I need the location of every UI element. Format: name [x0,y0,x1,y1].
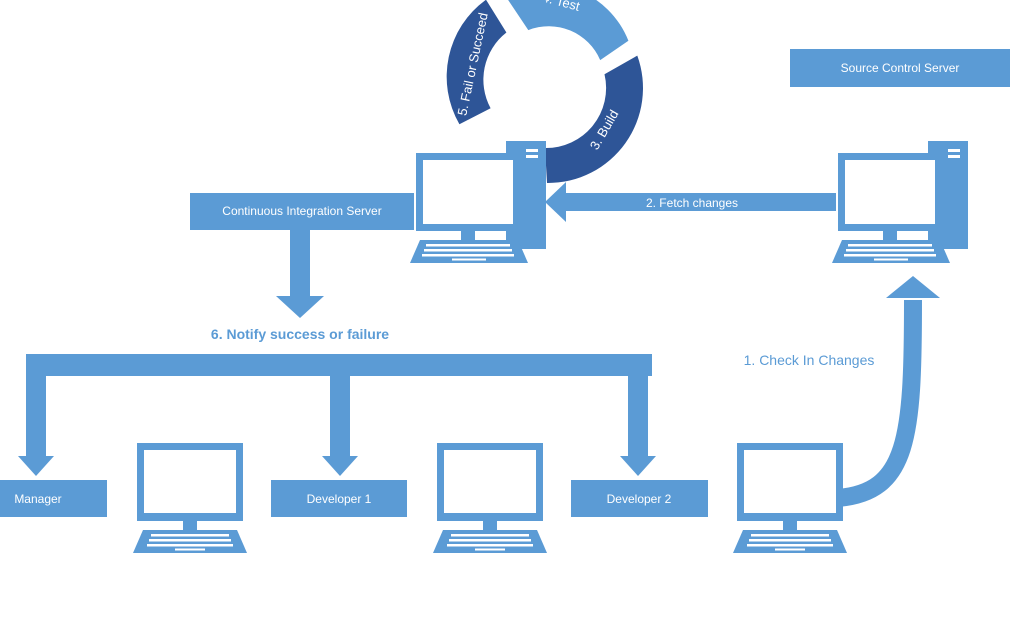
step-fetch-label: 2. Fetch changes [646,196,738,210]
source-control-server-label: Source Control Server [841,61,960,75]
developer1-box: Developer 1 [271,480,407,517]
build-segment [545,55,643,184]
source-control-server-box: Source Control Server [790,49,1010,87]
step-notify-label: 6. Notify success or failure [211,326,389,342]
ci-server-workstation-icon [410,141,546,263]
developer2-box: Developer 2 [571,480,708,517]
fail-succeed-segment [446,0,507,125]
manager-label: Manager [14,492,61,506]
manager-box: Manager [0,480,107,517]
developer2-label: Developer 2 [607,492,672,506]
ci-server-box: Continuous Integration Server [190,193,414,230]
test-segment [508,0,629,61]
fetch-arrow: 2. Fetch changes [545,182,836,222]
distribution-bar [18,354,656,476]
developer2-laptop-icon [733,443,847,553]
check-in-arrow [837,276,940,507]
developer1-laptop-icon [433,443,547,553]
manager-laptop-icon [133,443,247,553]
source-control-workstation-icon [832,141,968,263]
developer1-label: Developer 1 [307,492,372,506]
notify-arrow [276,230,324,318]
ci-server-label: Continuous Integration Server [222,204,381,218]
step-check-in-label: 1. Check In Changes [744,352,875,368]
